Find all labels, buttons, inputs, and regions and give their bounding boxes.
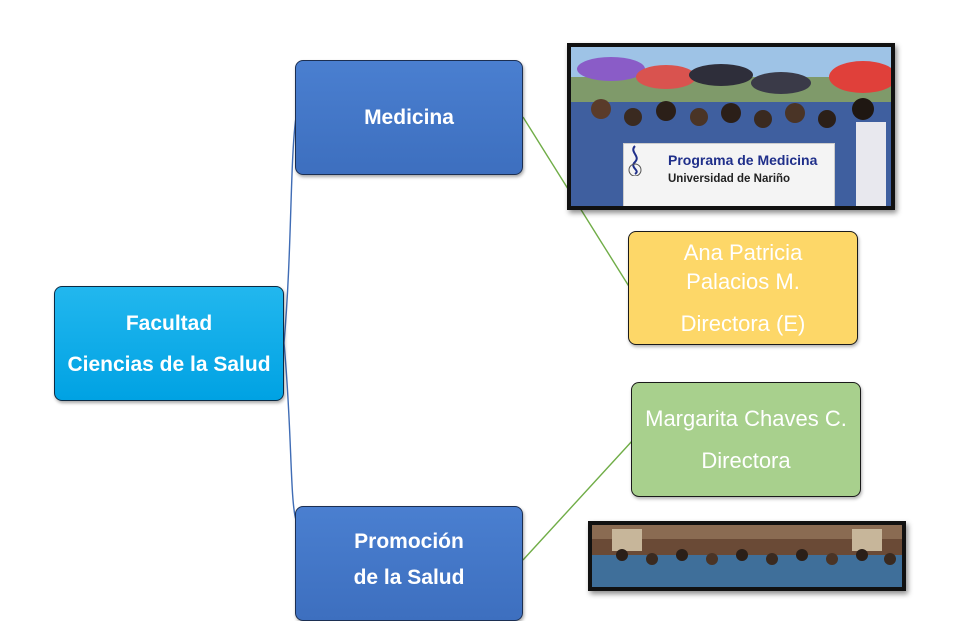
root-node-facultad[interactable]: Facultad Ciencias de la Salud bbox=[54, 286, 284, 401]
connector-root-to-promocion bbox=[283, 342, 297, 521]
branch-label-promocion-line-1: Promoción bbox=[354, 530, 464, 553]
connector-root-to-medicina bbox=[283, 116, 297, 344]
director-node-promocion[interactable]: Margarita Chaves C. Directora bbox=[631, 382, 861, 497]
connector-promocion-to-director bbox=[522, 439, 634, 561]
director-name: Margarita Chaves C. bbox=[645, 405, 847, 431]
director-node-medicina[interactable]: Ana Patricia Palacios M. Directora (E) bbox=[628, 231, 858, 345]
root-line-2: Ciencias de la Salud bbox=[67, 352, 271, 376]
banner-subtitle: Universidad de Nariño bbox=[668, 173, 791, 185]
branch-node-medicina[interactable]: Medicina bbox=[295, 60, 523, 175]
branch-label-medicina: Medicina bbox=[364, 105, 454, 129]
university-seal-icon bbox=[628, 145, 642, 176]
director-role: Directora (E) bbox=[680, 311, 806, 336]
director-name-line-1: Ana Patricia bbox=[683, 240, 803, 265]
director-role: Directora bbox=[701, 447, 791, 473]
branch-node-promocion[interactable]: Promoción de la Salud bbox=[295, 506, 523, 621]
photo-medicina-group: Programa de Medicina Universidad de Nari… bbox=[567, 43, 895, 210]
banner-title: Programa de Medicina bbox=[668, 152, 818, 168]
photo-banner: Programa de Medicina Universidad de Nari… bbox=[623, 143, 835, 206]
photo-promocion-scene bbox=[592, 525, 902, 587]
branch-label-promocion-line-2: de la Salud bbox=[353, 566, 465, 589]
photo-promocion-group bbox=[588, 521, 906, 591]
director-name-line-2: Palacios M. bbox=[686, 269, 800, 294]
root-line-1: Facultad bbox=[125, 311, 213, 335]
